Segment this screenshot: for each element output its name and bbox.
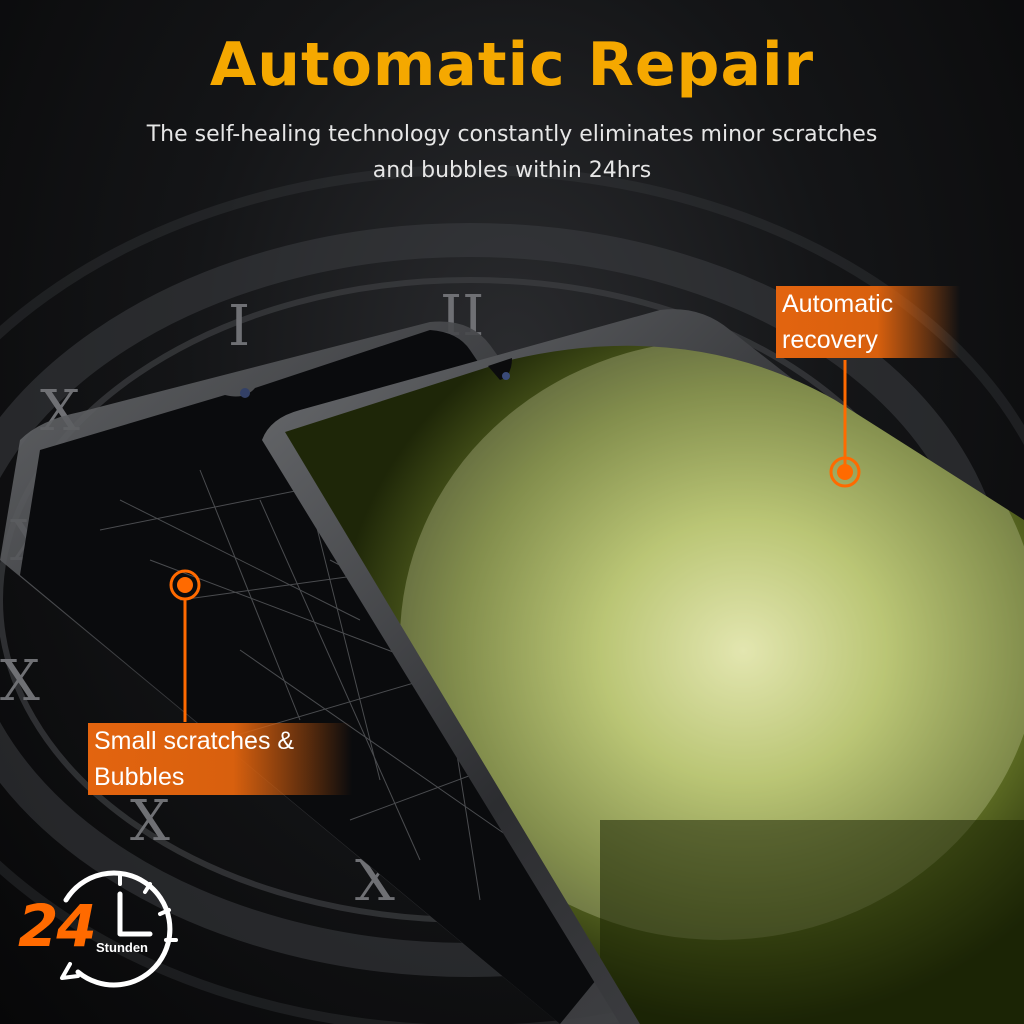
callout-scratches-line-2: Bubbles [94,763,185,791]
subtitle-line-2: and bubbles within 24hrs [372,158,652,183]
phone-after [262,309,1024,1024]
24-hour-badge: 24 Stunden [18,860,198,990]
page-subtitle: The self-healing technology constantly e… [112,117,912,189]
clock-icon [60,870,178,988]
subtitle-line-1: The self-healing technology constantly e… [146,122,878,147]
svg-text:X: X [130,789,170,854]
svg-text:I: I [228,294,250,359]
page-title: Automatic Repair [209,30,815,100]
callout-recovery-line-1: Automatic [782,290,894,318]
callout-connectors [169,360,861,722]
badge-unit: Stunden [96,940,148,955]
callout-automatic-recovery: Automatic recovery [776,286,960,358]
callout-recovery-line-2: recovery [782,326,878,354]
callout-small-scratches: Small scratches & Bubbles [88,723,352,795]
callout-scratches-line-1: Small scratches & [94,727,295,755]
svg-text:X: X [0,649,40,714]
badge-number: 24 [18,892,97,960]
